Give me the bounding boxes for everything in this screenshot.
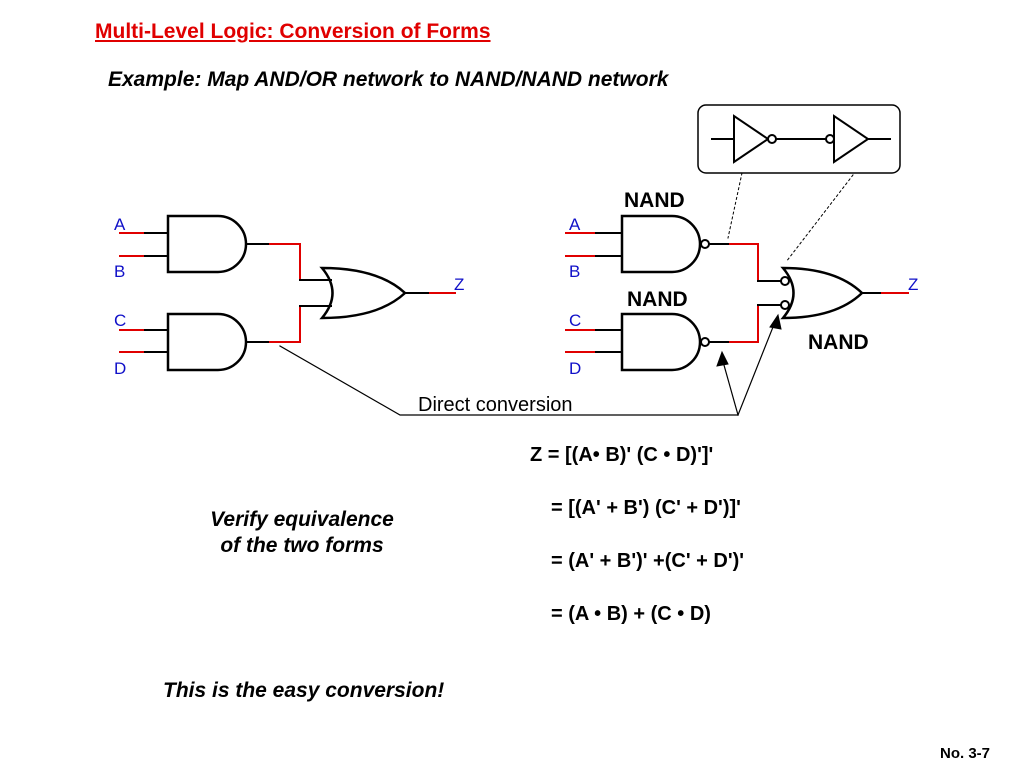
equation-line-2: = [(A' + B') (C' + D')]' [551, 497, 741, 519]
equation-line-3: = (A' + B')' +(C' + D')' [551, 550, 745, 572]
left-input-d: D [114, 359, 126, 378]
right-input-a: A [569, 215, 581, 234]
nand-gate-1 [620, 214, 702, 274]
left-input-a: A [114, 215, 126, 234]
equation-line-1: Z = [(A• B)' (C • D)']' [530, 444, 714, 466]
nand-label-middle: NAND [627, 288, 688, 311]
nand-gate-2 [620, 312, 702, 372]
easy-conversion-note: This is the easy conversion! [163, 679, 445, 702]
nand-gate-3 [780, 266, 864, 320]
inverter-pair-inset [697, 104, 901, 174]
equation-line-4: = (A • B) + (C • D) [551, 603, 711, 625]
left-output-z: Z [454, 275, 464, 294]
verify-note: Verify equivalence of the two forms [172, 507, 432, 559]
nand-label-top: NAND [624, 189, 685, 212]
and-gate-2 [166, 312, 248, 372]
right-circuit [565, 214, 909, 372]
page-number: No. 3-7 [940, 745, 991, 762]
slide-subtitle: Example: Map AND/OR network to NAND/NAND… [108, 68, 669, 91]
nand-label-output: NAND [808, 331, 869, 354]
left-circuit [119, 214, 456, 372]
verify-note-line-1: Verify equivalence [210, 508, 394, 531]
verify-note-line-2: of the two forms [220, 534, 384, 557]
slide-title: Multi-Level Logic: Conversion of Forms [95, 20, 491, 43]
direct-conversion-callout [279, 313, 782, 416]
direct-conversion-label: Direct conversion [418, 394, 573, 416]
left-input-b: B [114, 262, 125, 281]
nand-gate-1-bubble [700, 239, 710, 249]
and-gate-1 [166, 214, 248, 274]
right-input-c: C [569, 311, 581, 330]
right-input-d: D [569, 359, 581, 378]
left-input-c: C [114, 311, 126, 330]
nand-gate-2-bubble [700, 337, 710, 347]
right-output-z: Z [908, 275, 918, 294]
right-input-b: B [569, 262, 580, 281]
or-gate [319, 266, 407, 320]
